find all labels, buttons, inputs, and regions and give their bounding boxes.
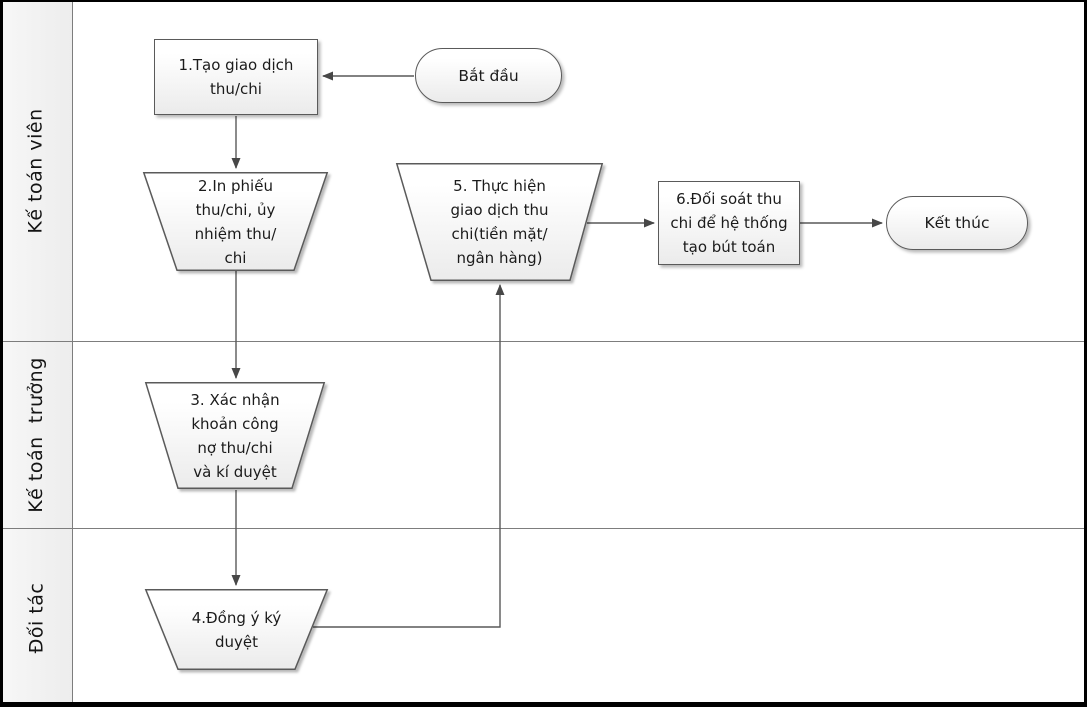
process-shape — [154, 39, 318, 115]
node-label: 2.In phiếu thu/chi, ủy nhiệm thu/ chi — [194, 176, 277, 267]
node-step5-manual-operation: 5. Thực hiện giao dịch thu chi(tiền mặt/… — [395, 163, 604, 281]
node-step3-manual-operation: 3. Xác nhận khoản công nợ thu/chi và kí … — [144, 382, 326, 489]
node-label: 6.Đối soát thu chi để hệ thống tạo bút t… — [670, 190, 788, 256]
lane-label-doi-tac: Đối tác — [0, 528, 72, 707]
manual-operation-shape — [144, 589, 329, 670]
node-step1-process: 1.Tạo giao dịch thu/chi — [154, 39, 318, 115]
manual-operation-shape — [144, 382, 326, 489]
manual-operation-shape — [395, 163, 604, 281]
node-end-terminator: Kết thúc — [886, 196, 1028, 250]
lane-label-ke-toan-truong: Kế toán trưởng — [0, 341, 72, 528]
lane-boundary-line-2 — [0, 528, 1087, 529]
node-step2-manual-operation: 2.In phiếu thu/chi, ủy nhiệm thu/ chi — [142, 172, 329, 271]
node-step6-process: 6.Đối soát thu chi để hệ thống tạo bút t… — [658, 181, 800, 265]
lane-label-text: Đối tác — [25, 582, 47, 653]
manual-operation-shape — [142, 172, 329, 271]
terminator-shape — [415, 48, 562, 103]
lane-label-text: Kế toán trưởng — [25, 356, 47, 513]
node-label: Kết thúc — [924, 214, 990, 232]
node-step4-manual-operation: 4.Đồng ý ký duyệt — [144, 589, 329, 670]
lane-boundary-line-1 — [0, 341, 1087, 342]
node-label: 3. Xác nhận khoản công nợ thu/chi và kí … — [190, 390, 280, 481]
node-label: 1.Tạo giao dịch thu/chi — [178, 56, 294, 98]
node-label: 5. Thực hiện giao dịch thu chi(tiền mặt/… — [450, 177, 549, 267]
swimlane-column-divider — [72, 0, 73, 707]
connector-step4-to-step5 — [313, 284, 505, 628]
node-start-terminator: Bắt đầu — [415, 48, 562, 103]
swimlane-header-column — [0, 0, 72, 707]
node-label: 4.Đồng ý ký duyệt — [191, 608, 282, 651]
node-label: Bắt đầu — [458, 66, 519, 85]
terminator-shape — [886, 196, 1028, 250]
lane-label-ke-toan-vien: Kế toán viên — [0, 0, 72, 341]
lane-label-text: Kế toán viên — [25, 107, 47, 234]
process-shape — [658, 181, 800, 265]
